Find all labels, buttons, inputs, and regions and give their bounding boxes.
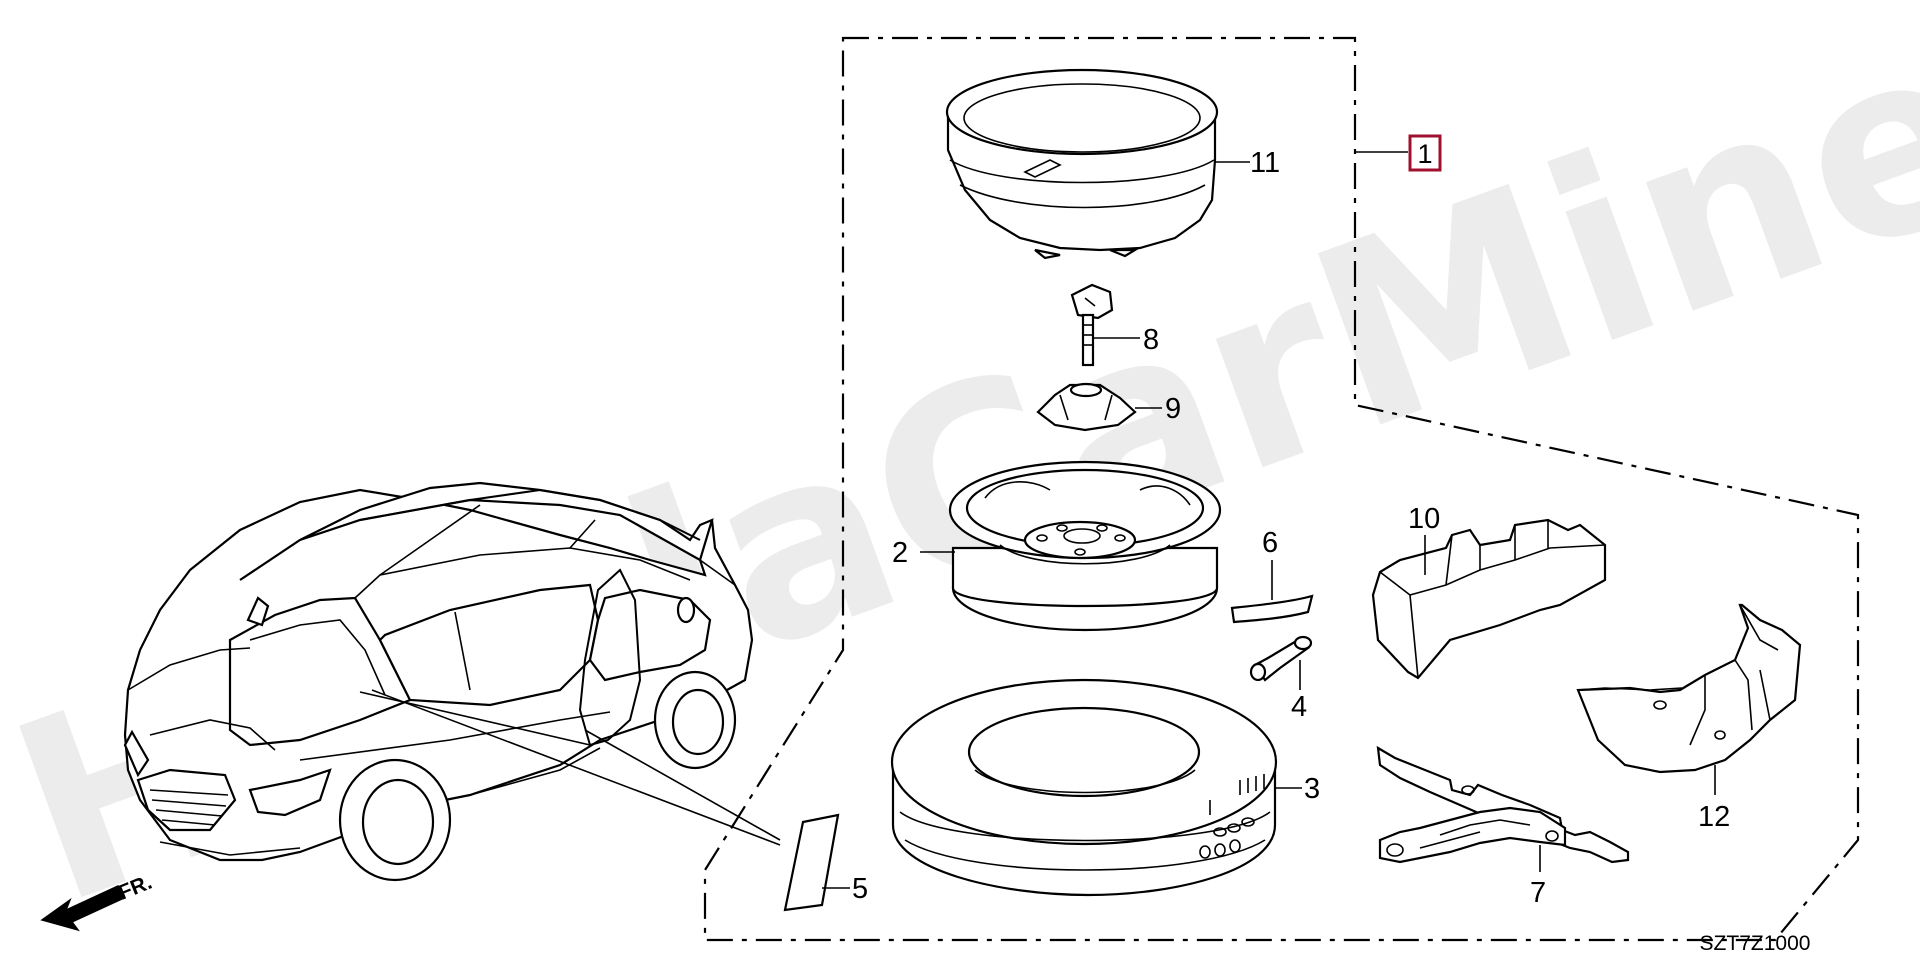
part-5-label: [783, 813, 850, 912]
callout-11: 11: [1250, 147, 1280, 179]
part-4-valve: [1249, 635, 1313, 690]
callout-4: 4: [1291, 691, 1307, 723]
part-9-cone-nut: [1036, 382, 1162, 432]
arrow-icon: [40, 885, 126, 932]
callout-2: 2: [892, 537, 908, 569]
part-7-bracket: [1376, 745, 1630, 872]
assembly-ref-box: [1408, 134, 1442, 172]
callout-5: 5: [852, 873, 868, 905]
assembly-ref-number: 1: [1417, 139, 1432, 169]
part-8-bolt: [1070, 283, 1140, 367]
part-3-tire: [890, 678, 1302, 897]
callout-8: 8: [1143, 324, 1159, 356]
callout-9: 9: [1165, 393, 1181, 425]
callout-3: 3: [1304, 773, 1320, 805]
tire-sidewall-marks: [1199, 774, 1265, 859]
part-10-foam-block: [1371, 518, 1607, 680]
part-11-spare-tire-cover: [945, 68, 1250, 260]
part-2-wheel: [920, 460, 1222, 632]
callout-12: 12: [1698, 801, 1730, 833]
part-12-tray: [1576, 603, 1802, 795]
assembly-boundary: [703, 36, 1860, 942]
callout-6: 6: [1262, 527, 1278, 559]
car-illustration: [123, 481, 781, 882]
callout-7: 7: [1530, 877, 1546, 909]
part-6-label: [1230, 560, 1314, 624]
callout-10: 10: [1408, 503, 1440, 535]
diagram-code: SZT7Z1000: [1700, 932, 1811, 955]
